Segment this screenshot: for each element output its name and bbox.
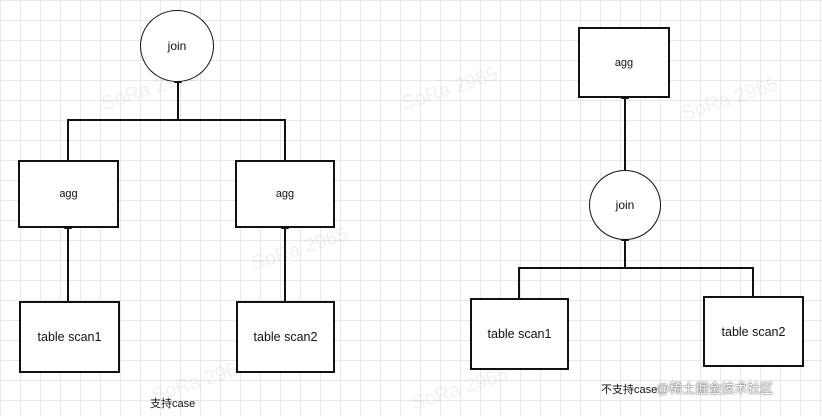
join-node-right: join [589,170,661,240]
caption-unsupported: 不支持case [601,384,658,396]
connector-aggs-to-join [67,119,286,160]
table-scan2-node-left: table scan2 [236,301,335,373]
table-scan1-label-right: table scan1 [487,327,552,341]
caption-supported: 支持case [150,398,196,410]
table-scan2-label-right: table scan2 [721,324,786,339]
agg-node-left: agg [18,160,119,228]
agg-label-left: agg [59,188,78,200]
table-scan2-label-left: table scan2 [253,330,318,344]
join-label-left: join [167,39,187,53]
table-scan1-node-right: table scan1 [470,298,569,370]
site-credit: @稀土掘金技术社区 [656,381,774,396]
table-scan1-node-left: table scan1 [19,301,120,373]
table-scan1-label-left: table scan1 [37,330,102,344]
agg-label-top: agg [614,56,634,69]
join-node-left: join [140,10,214,82]
agg-label-right: agg [275,188,295,200]
join-label-right: join [615,198,635,212]
table-scan2-node-right: table scan2 [703,296,804,367]
agg-node-top: agg [578,27,670,98]
connector-scans-to-join [518,267,754,298]
agg-node-right: agg [235,160,335,228]
